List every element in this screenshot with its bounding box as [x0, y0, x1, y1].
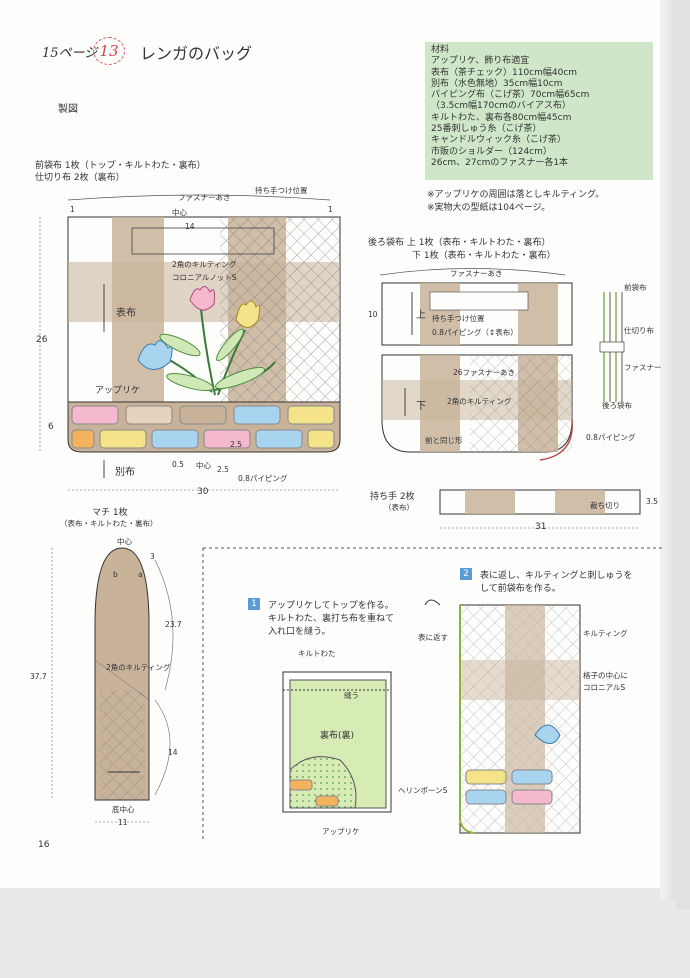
handle-title: 持ち手 2枚 [370, 492, 415, 502]
front-dim-30: 30 [197, 487, 209, 497]
front-dim-05: 0.5 [172, 460, 184, 469]
front-dim-25b: 2.5 [217, 465, 229, 474]
step1-ura-label: 裏布(裏) [320, 731, 355, 741]
note-pattern: ※実物大の型紙は104ページ。 [427, 203, 551, 213]
step2-lattice2-label: コロニアルS [583, 683, 626, 692]
back-bag-diagram [379, 268, 625, 461]
step2-text2: して前袋布を作る。 [480, 584, 561, 594]
gusset-dim-3: 3 [150, 552, 155, 561]
step1-text1: アップリケしてトップを作る。 [268, 601, 394, 611]
gusset-quilting-label: 2角のキルティング [106, 663, 171, 672]
front-applique-label: アップリケ [95, 386, 141, 396]
material-line: 市販のショルダー（124cm） [431, 146, 552, 157]
handle-dim-35: 3.5 [646, 497, 658, 506]
material-line: 表布（茶チェック）110cm幅40cm [431, 67, 578, 78]
step2-badge: 2 [460, 568, 472, 580]
front-bag-diagram [39, 194, 341, 491]
step2-illustration [424, 599, 581, 834]
front-center2-label: 中心 [196, 461, 211, 470]
front-zipper-label: ファスナーあき [178, 193, 231, 202]
step2-text1: 表に返し、キルティングと刺しゅうを [480, 571, 633, 581]
step1-text2: キルトわた、裏打ち布を重ねて [268, 614, 395, 624]
page-title: レンガのバッグ [140, 44, 253, 63]
back-title2: 下 1枚（表布・キルトわた・裏布） [412, 251, 556, 261]
material-line: キャンドルウィック糸（こげ茶） [431, 135, 567, 146]
gusset-bottom-center-label: 底中心 [112, 805, 135, 814]
back-zipper26-label: 26ファスナーあき [453, 368, 516, 377]
step1-badge: 1 [248, 598, 260, 610]
back-piping-label: 0.8パイピング [586, 433, 636, 442]
section-label: 製図 [58, 104, 78, 115]
step2-lattice1-label: 格子の中心に [583, 671, 628, 680]
material-line: パイピング布（こげ茶）70cm幅65cm [431, 90, 590, 101]
gusset-diagram [51, 547, 174, 823]
front-bessoku-label: 別布 [115, 467, 135, 478]
handle-cut-label: 裁ち切り [590, 501, 620, 510]
back-dim-10: 10 [368, 310, 378, 319]
gusset-dim-237: 23.7 [165, 620, 182, 629]
gusset-center-label: 中心 [117, 537, 132, 546]
step2-herringbone-label: ヘリンボーンS [398, 786, 448, 795]
front-dim-6: 6 [48, 422, 54, 432]
side-ushiro-label: 後ろ袋布 [602, 401, 632, 410]
back-zipper-label: ファスナーあき [450, 269, 503, 278]
material-line: 25番刺しゅう糸（こげ茶） [431, 124, 542, 135]
front-dim-26: 26 [36, 335, 48, 345]
front-title2: 仕切り布 2枚（裏布） [35, 173, 125, 183]
next-page-edge [676, 0, 690, 910]
material-line: 別布（水色無地）35cm幅10cm [431, 78, 563, 89]
front-dim-14: 14 [185, 222, 195, 231]
back-ue-label: 上 [416, 310, 426, 321]
page-number: 16 [38, 840, 50, 850]
step1-text3: 入れ口を縫う。 [268, 627, 331, 637]
materials-box: 材料 アップリケ、飾り布適宜 表布（茶チェック）110cm幅40cm 別布（水色… [425, 42, 653, 180]
front-quilting-label: 2角のキルティング [172, 260, 237, 269]
front-dim-1b: 1 [328, 205, 333, 214]
front-dim-1a: 1 [70, 205, 75, 214]
back-title1: 後ろ袋布 上 1枚（表布・キルトわた・裏布） [368, 238, 551, 248]
page-reference: 15ページ [42, 46, 98, 61]
gusset-dim-11: 11 [118, 818, 128, 827]
step1-illustration [282, 671, 392, 813]
back-same-label: 前と同じ形 [425, 436, 463, 445]
step1-quilt-label: キルトわた [298, 649, 336, 658]
front-dim-25a: 2.5 [230, 440, 242, 449]
front-piping-label: 0.8パイピング [238, 474, 288, 483]
back-piping-omote-label: 0.8パイピング（↕表布） [432, 328, 518, 337]
step1-applique-label: アップリケ [322, 827, 360, 836]
material-line: （3.5cm幅170cmのバイアス布） [431, 101, 571, 112]
gusset-title: マチ 1枚 [92, 508, 128, 518]
step1-nuu-label: 縫う [344, 691, 359, 700]
step2-quilting-label: キルティング [583, 629, 628, 638]
gusset-sub: （表布・キルトわた・裏布） [60, 519, 158, 528]
side-fastener-label: ファスナー [624, 363, 662, 372]
note-quilting: ※アップリケの周囲は落としキルティング。 [427, 190, 605, 200]
project-number-badge: 13 [93, 37, 125, 65]
side-maebukuro-label: 前袋布 [624, 283, 647, 292]
gusset-a-label: a [138, 570, 143, 579]
step2-omote-kaesu-label: 表に返す [418, 633, 448, 642]
gusset-dim-14: 14 [168, 748, 178, 757]
handle-strip-diagram [439, 489, 641, 529]
material-line: キルトわた、裏布各80cm幅45cm [431, 112, 572, 123]
front-colonial-label: コロニアルノットS [172, 273, 237, 282]
back-quilting-label: 2角のキルティング [447, 397, 512, 406]
front-center-label: 中心 [172, 208, 187, 217]
front-omote-label: 表布 [116, 308, 136, 319]
back-handle-pos-label: 持ち手つけ位置 [432, 314, 485, 323]
side-shikiri-label: 仕切り布 [624, 326, 654, 335]
handle-dim-31: 31 [535, 522, 547, 532]
gusset-b-label: b [113, 570, 118, 579]
gusset-dim-377: 37.7 [30, 672, 47, 681]
material-line: アップリケ、飾り布適宜 [431, 56, 530, 67]
back-shita-label: 下 [416, 401, 426, 412]
materials-title: 材料 [431, 45, 450, 55]
material-line: 26cm、27cmのファスナー各1本 [431, 157, 569, 168]
front-title1: 前袋布 1枚（トップ・キルトわた・裏布） [35, 161, 206, 171]
handle-sub: （表布） [384, 503, 414, 512]
front-handle-pos-label: 持ち手つけ位置 [255, 186, 308, 195]
